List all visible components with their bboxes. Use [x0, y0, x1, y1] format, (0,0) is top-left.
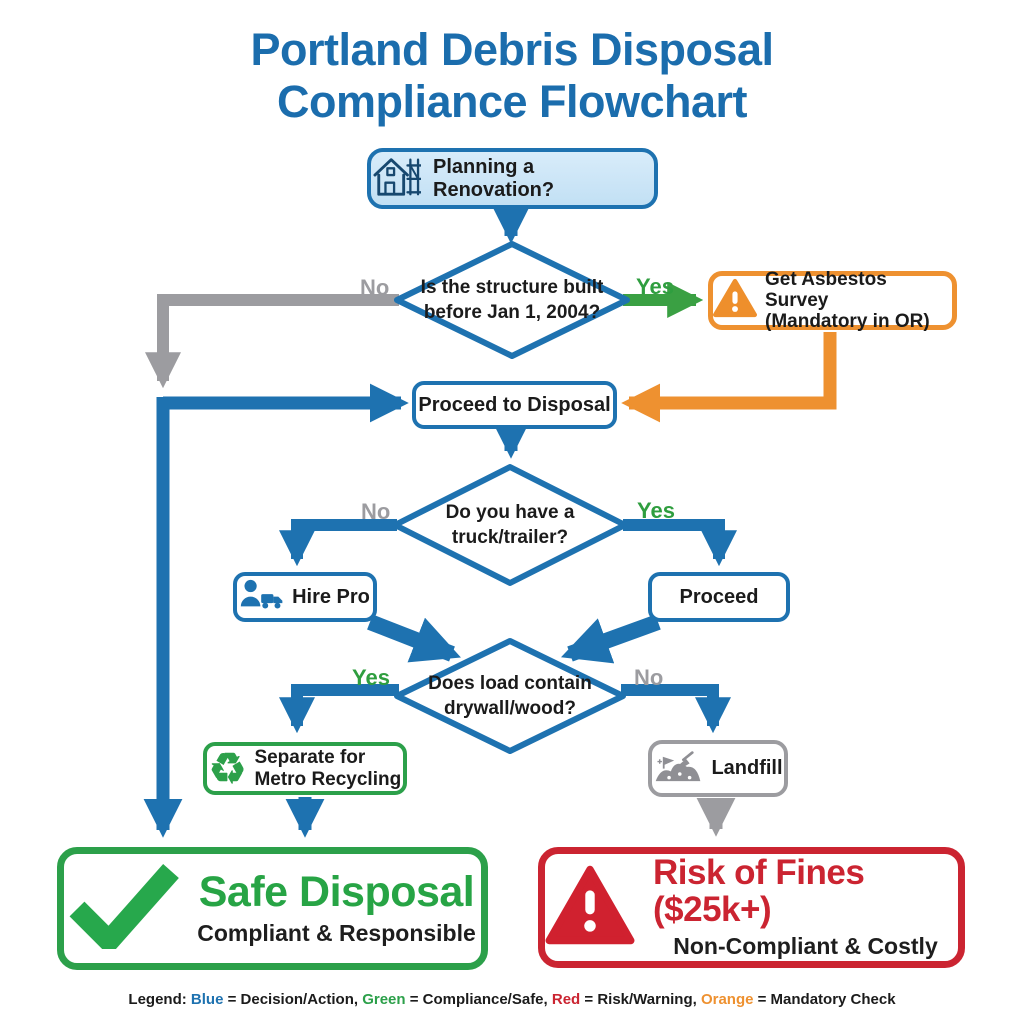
safe-disposal-title: Safe Disposal	[198, 868, 475, 917]
decision-structure-age-line1: Is the structure built	[420, 277, 604, 298]
landfill-label: Landfill	[711, 757, 783, 780]
decision-structure-age-text: Is the structure built before Jan 1, 200…	[392, 276, 632, 325]
risk-of-fines-title: Risk of Fines ($25k+)	[653, 853, 865, 929]
landfill-icon	[653, 747, 703, 790]
proceed-to-disposal-label: Proceed to Disposal	[418, 393, 611, 416]
warning-triangle-icon	[713, 278, 757, 323]
legend-orange-label: Orange	[700, 991, 754, 1008]
legend-green-label: Green	[362, 991, 406, 1008]
edge-no-to-landfill	[621, 684, 731, 734]
proceed-to-disposal-node: Proceed to Disposal	[412, 381, 617, 429]
structure-age-no-label: No	[360, 275, 390, 300]
house-renovation-icon	[371, 153, 423, 204]
check-icon	[69, 863, 180, 957]
landfill-node: Landfill	[648, 740, 788, 797]
legend-blue-label: Blue	[190, 991, 224, 1008]
truck-trailer-no-label: No	[361, 499, 391, 524]
decision-structure-age-line2: before Jan 1, 2004?	[423, 301, 601, 323]
legend-red-desc: = Risk/Warning,	[580, 991, 701, 1008]
safe-disposal-subtitle: Compliant & Responsible	[197, 919, 476, 946]
page-title-line2: Compliance Flowchart	[276, 76, 748, 128]
edge-yes-to-recycling	[279, 684, 399, 734]
metro-recycling-line1: Separate for	[254, 747, 366, 769]
proceed-node: Proceed	[648, 572, 790, 622]
warning-triangle-icon	[545, 865, 635, 950]
risk-of-fines-node: Risk of Fines ($25k+) Non-Compliant & Co…	[538, 847, 965, 968]
structure-age-yes-label: Yes	[636, 274, 674, 299]
risk-of-fines-text: Risk of Fines ($25k+) Non-Compliant & Co…	[653, 853, 958, 960]
load-contents-yes-label: Yes	[352, 665, 390, 690]
edge-no-to-hire-pro	[279, 519, 397, 567]
decision-load-contents-diamond	[394, 638, 626, 754]
person-truck-icon	[240, 577, 284, 618]
decision-truck-trailer-line2: truck/trailer?	[451, 526, 569, 548]
decision-truck-trailer-line1: Do you have a	[445, 502, 575, 523]
decision-load-contents-line2: drywall/wood?	[444, 697, 576, 719]
start-node-label: Planning a Renovation?	[433, 156, 555, 201]
safe-disposal-node: Safe Disposal Compliant & Responsible	[57, 847, 488, 970]
edge-no-structure-age	[145, 294, 399, 389]
safe-disposal-text: Safe Disposal Compliant & Responsible	[197, 870, 476, 946]
decision-load-contents-text: Does load contain drywall/wood?	[390, 672, 630, 721]
legend: Legend: Blue = Decision/Action, Green = …	[0, 991, 1024, 1008]
asbestos-survey-line2: (Mandatory in OR)	[765, 311, 930, 333]
metro-recycling-node: ♻ Separate for Metro Recycling	[203, 742, 407, 795]
legend-blue-desc: = Decision/Action,	[223, 991, 363, 1008]
proceed-label: Proceed	[679, 585, 759, 608]
metro-recycling-label: Separate for Metro Recycling	[254, 747, 401, 790]
load-contents-no-label: No	[634, 665, 664, 690]
asbestos-survey-line1: Get Asbestos Survey	[765, 268, 887, 311]
hire-pro-node: Hire Pro	[233, 572, 377, 622]
decision-structure-age-diamond	[394, 241, 630, 359]
edge-hire-pro-to-load-decision	[367, 614, 461, 663]
risk-of-fines-subtitle: Non-Compliant & Costly	[673, 932, 938, 959]
asbestos-survey-node: Get Asbestos Survey (Mandatory in OR)	[708, 269, 957, 333]
start-node: Planning a Renovation?	[367, 148, 658, 209]
page-title: Portland Debris Disposal Compliance Flow…	[0, 24, 1024, 128]
recycle-icon: ♻	[208, 744, 247, 792]
decision-truck-trailer-text: Do you have a truck/trailer?	[390, 501, 630, 550]
legend-green-desc: = Compliance/Safe,	[405, 991, 552, 1008]
page-title-line1: Portland Debris Disposal	[250, 24, 774, 75]
legend-orange-desc: = Mandatory Check	[753, 991, 896, 1008]
asbestos-survey-label: Get Asbestos Survey (Mandatory in OR)	[765, 269, 952, 333]
truck-trailer-yes-label: Yes	[637, 498, 675, 523]
edge-yes-to-proceed	[623, 519, 737, 567]
edge-asbestos-to-disposal	[621, 332, 837, 423]
hire-pro-label: Hire Pro	[292, 585, 370, 608]
legend-prefix: Legend:	[128, 991, 191, 1008]
decision-load-contents-line1: Does load contain	[428, 673, 592, 694]
metro-recycling-line2: Metro Recycling	[254, 768, 402, 790]
decision-truck-trailer-diamond	[392, 464, 628, 586]
edge-proceed-to-load-decision	[560, 614, 661, 664]
legend-red-label: Red	[551, 991, 581, 1008]
